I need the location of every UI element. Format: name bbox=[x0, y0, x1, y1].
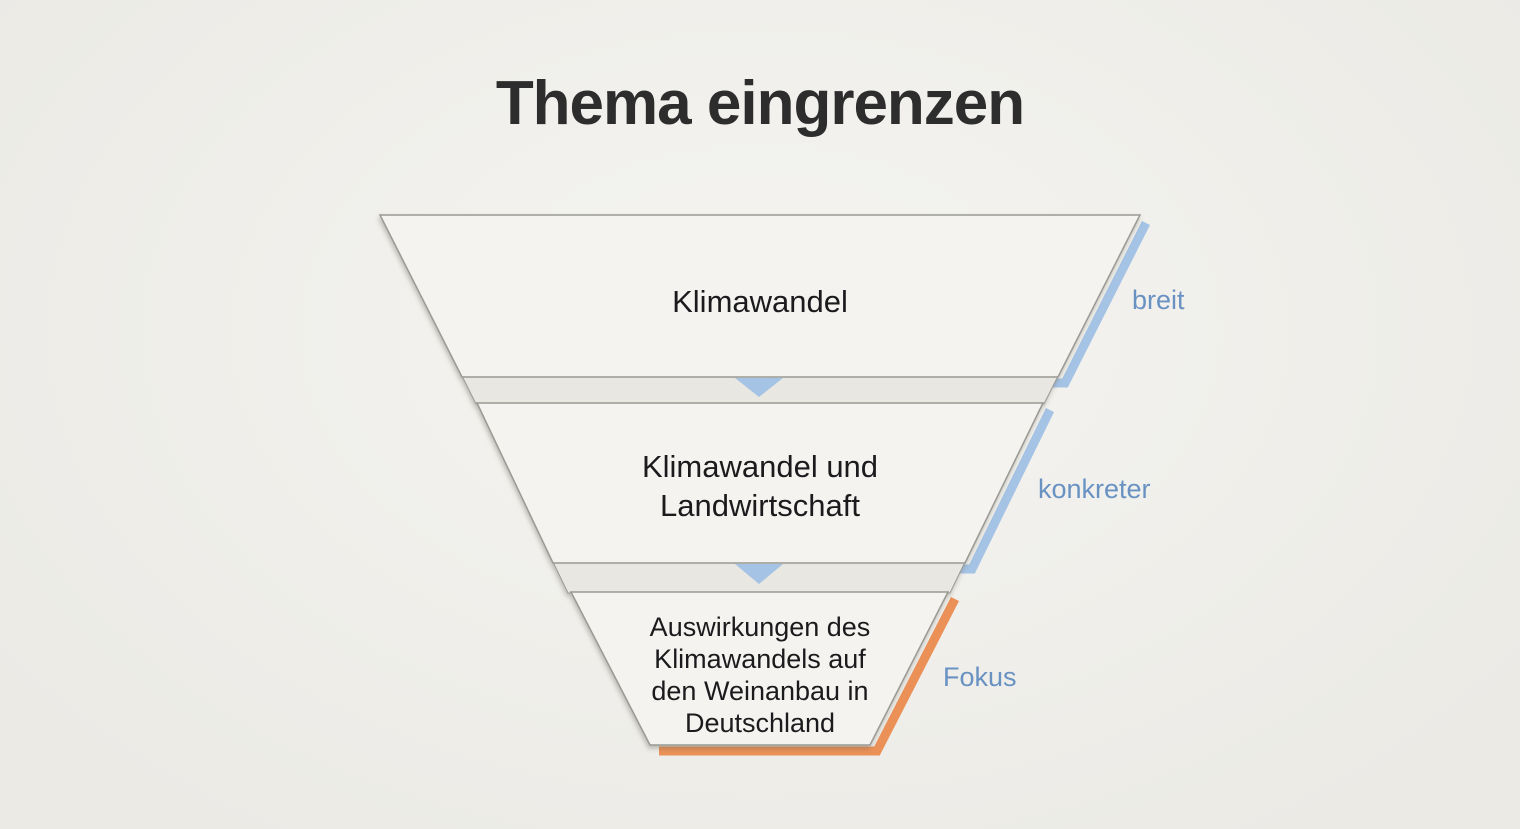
tier-3-accent-ribbon bbox=[659, 596, 960, 756]
side-label-konkreter: konkreter bbox=[1038, 474, 1151, 504]
funnel-tier-1-shape bbox=[378, 214, 1142, 378]
chevron-down-icon bbox=[735, 564, 783, 584]
side-label-fokus: Fokus bbox=[943, 662, 1017, 692]
tier-3-label: Auswirkungen des Klimawandels auf den We… bbox=[649, 612, 871, 738]
tier-2-label: Klimawandel und Landwirtschaft bbox=[641, 449, 879, 523]
funnel-tier-2-shape bbox=[475, 402, 1045, 564]
chevron-down-icon bbox=[735, 378, 783, 397]
side-label-breit: breit bbox=[1132, 285, 1185, 315]
funnel-tier-3-shape bbox=[569, 591, 950, 746]
tier-1-label: Klimawandel bbox=[672, 284, 848, 319]
page-title: Thema eingrenzen bbox=[495, 69, 1025, 138]
